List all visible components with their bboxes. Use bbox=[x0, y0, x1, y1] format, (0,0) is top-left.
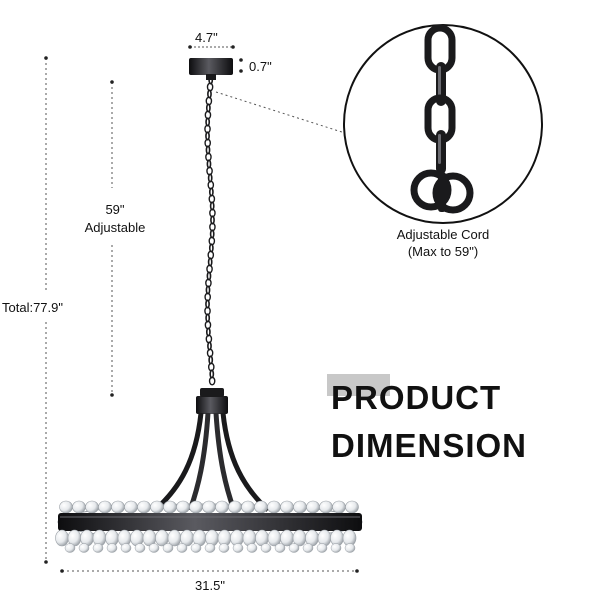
total-height-label: Total:77.9" bbox=[2, 300, 63, 315]
chain-detail-icon bbox=[410, 24, 474, 214]
chain-link bbox=[208, 376, 216, 386]
crystal-bead bbox=[344, 543, 356, 553]
title-line-2: DIMENSION bbox=[331, 427, 528, 464]
ring-width-label: 31.5" bbox=[195, 578, 225, 593]
chandelier-body bbox=[153, 388, 270, 512]
crystal-bead bbox=[137, 500, 151, 514]
crystal-bead bbox=[98, 500, 112, 514]
canopy-width-dimension bbox=[188, 45, 235, 49]
crystal-bead bbox=[232, 543, 244, 553]
title-line-1: PRODUCT bbox=[331, 379, 502, 416]
chain-link-highlight bbox=[438, 66, 441, 96]
crystal-bead bbox=[260, 543, 272, 553]
crystal-bead bbox=[319, 500, 333, 514]
crystal-bead bbox=[202, 500, 216, 514]
crystal-bead bbox=[106, 543, 118, 553]
crystal-bead bbox=[274, 543, 286, 553]
ring-width-dimension bbox=[60, 569, 359, 573]
crystal-bead bbox=[111, 500, 125, 514]
cord-length-label: 59" bbox=[105, 202, 125, 217]
crystal-bead bbox=[302, 543, 314, 553]
crystal-bead bbox=[280, 529, 294, 547]
crystal-bead bbox=[134, 543, 146, 553]
total-label-prefix: Total: bbox=[2, 300, 34, 315]
canopy-height-label: 0.7" bbox=[249, 59, 272, 74]
crystal-bead bbox=[293, 500, 307, 514]
crystal-bead bbox=[85, 500, 99, 514]
crystal-bead bbox=[204, 543, 216, 553]
crystal-bead bbox=[218, 543, 230, 553]
callout-label-line1: Adjustable Cord bbox=[396, 227, 490, 242]
crystal-bead bbox=[120, 543, 132, 553]
crystal-bead bbox=[288, 543, 300, 553]
crystal-bead bbox=[242, 529, 257, 547]
crystal-bead bbox=[332, 500, 346, 514]
crystal-bead bbox=[317, 529, 332, 547]
crystal-bead bbox=[72, 500, 86, 514]
crystal-bead bbox=[55, 529, 69, 547]
crystal-bead bbox=[345, 500, 359, 514]
crystal-bead bbox=[64, 543, 76, 553]
canopy-width-label: 4.7" bbox=[195, 30, 218, 45]
crystal-bead bbox=[241, 500, 255, 514]
callout-label-line2: (Max to 59") bbox=[407, 244, 479, 259]
cord-length-dimension bbox=[110, 80, 114, 397]
crystal-bead bbox=[316, 543, 328, 553]
crystal-bead bbox=[330, 543, 342, 553]
split-ring-joint bbox=[438, 172, 446, 212]
crystal-bead bbox=[163, 500, 177, 514]
crystal-bead bbox=[176, 543, 188, 553]
cord-detail-callout bbox=[343, 24, 543, 224]
crystal-bead bbox=[59, 500, 73, 514]
total-height-dimension bbox=[44, 56, 48, 564]
crystal-bead bbox=[267, 500, 281, 514]
crystal-bead bbox=[124, 500, 138, 514]
cord-adjustable-label: Adjustable bbox=[84, 220, 146, 235]
canopy-height-dimension bbox=[239, 58, 243, 73]
crystal-bead bbox=[280, 500, 294, 514]
callout-leader-line bbox=[215, 91, 346, 134]
crystal-bead bbox=[306, 500, 320, 514]
split-ring-left bbox=[410, 169, 452, 211]
crystal-bead bbox=[215, 500, 229, 514]
ring-metal-band bbox=[58, 513, 362, 531]
crystal-bead bbox=[189, 500, 203, 514]
hanging-chain bbox=[204, 75, 216, 386]
total-height-value: 77.9" bbox=[33, 300, 63, 315]
crystal-bead bbox=[150, 500, 164, 514]
chain-link-highlight bbox=[438, 134, 441, 164]
crystal-bead bbox=[190, 543, 202, 553]
crystal-bead bbox=[176, 500, 190, 514]
crystal-bead bbox=[254, 500, 268, 514]
crystal-ring bbox=[55, 500, 363, 553]
title-accent-band bbox=[327, 374, 390, 396]
split-ring-right bbox=[432, 172, 474, 214]
crystal-bead bbox=[246, 543, 258, 553]
crystal-bead bbox=[148, 543, 160, 553]
crystal-bead bbox=[78, 543, 90, 553]
crystal-bead bbox=[162, 543, 174, 553]
crystal-bead bbox=[92, 543, 104, 553]
crystal-bead bbox=[228, 500, 242, 514]
